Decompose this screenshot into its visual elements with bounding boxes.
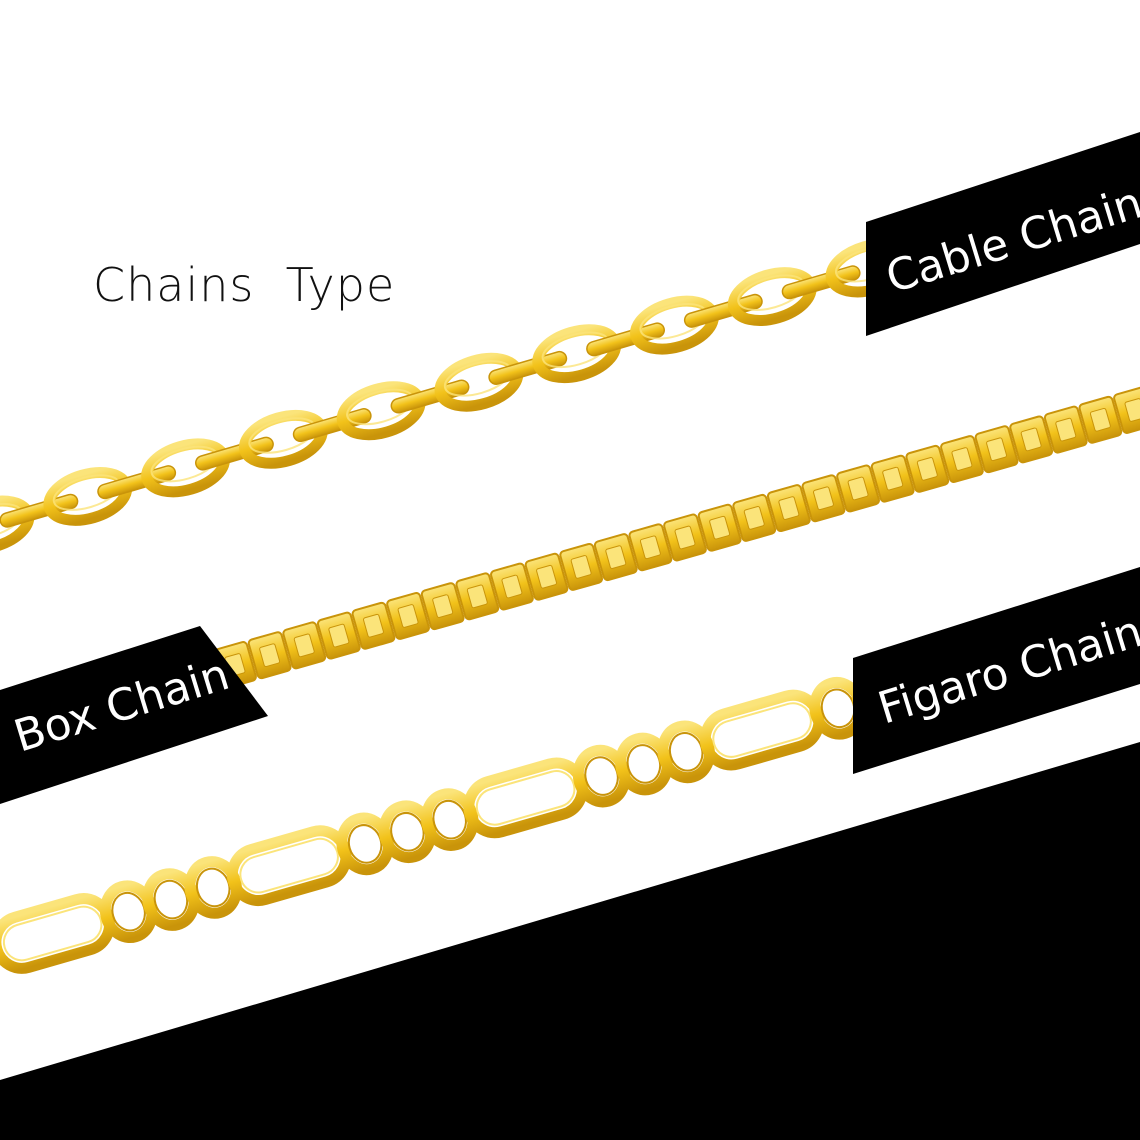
box-link: [455, 572, 500, 621]
cable-link: [683, 293, 763, 328]
box-link: [593, 533, 638, 582]
box-link: [524, 552, 569, 601]
box-link: [386, 592, 430, 640]
cable-link: [532, 324, 622, 384]
box-link: [905, 444, 950, 493]
box-link: [282, 621, 327, 670]
box-link: [940, 435, 984, 483]
box-link: [836, 464, 880, 513]
box-link: [559, 542, 604, 591]
box-link: [974, 425, 1019, 474]
box-link: [1009, 415, 1054, 464]
cable-link: [586, 322, 665, 357]
cable-link: [0, 493, 79, 528]
bottom-black-band: [0, 742, 1140, 1140]
cable-link: [336, 381, 426, 441]
cable-link: [292, 408, 372, 443]
figaro-link: [463, 757, 588, 839]
box-link: [801, 474, 846, 523]
figaro-link: [226, 825, 352, 906]
box-link: [697, 503, 742, 552]
cable-link: [727, 267, 817, 326]
box-chain-image: [213, 386, 1140, 689]
cable-link: [434, 352, 524, 412]
figaro-chain-tag: Figaro Chain: [853, 567, 1140, 774]
figaro-link: [699, 689, 825, 771]
box-link: [316, 611, 361, 660]
box-link: [870, 454, 915, 503]
box-link: [351, 601, 396, 650]
cable-link: [488, 350, 568, 385]
figaro-link: [0, 893, 115, 974]
cable-link: [97, 465, 177, 500]
page-title: Chains Type: [93, 258, 396, 312]
box-link: [490, 562, 534, 611]
box-link: [766, 484, 811, 533]
box-link: [732, 493, 777, 542]
cable-link: [630, 295, 719, 355]
box-link: [1043, 405, 1088, 454]
cable-chain-tag: Cable Chain: [866, 132, 1140, 336]
cable-link: [238, 409, 328, 469]
cable-link: [390, 379, 470, 414]
cable-link: [781, 265, 861, 300]
box-link: [628, 523, 673, 572]
box-link: [1078, 395, 1123, 444]
box-link: [247, 631, 292, 680]
cable-link: [195, 436, 274, 471]
cable-link: [141, 438, 230, 498]
cable-link: [43, 467, 133, 526]
box-link: [663, 513, 707, 562]
cable-chain-image: [0, 238, 915, 555]
box-link: [420, 582, 465, 631]
